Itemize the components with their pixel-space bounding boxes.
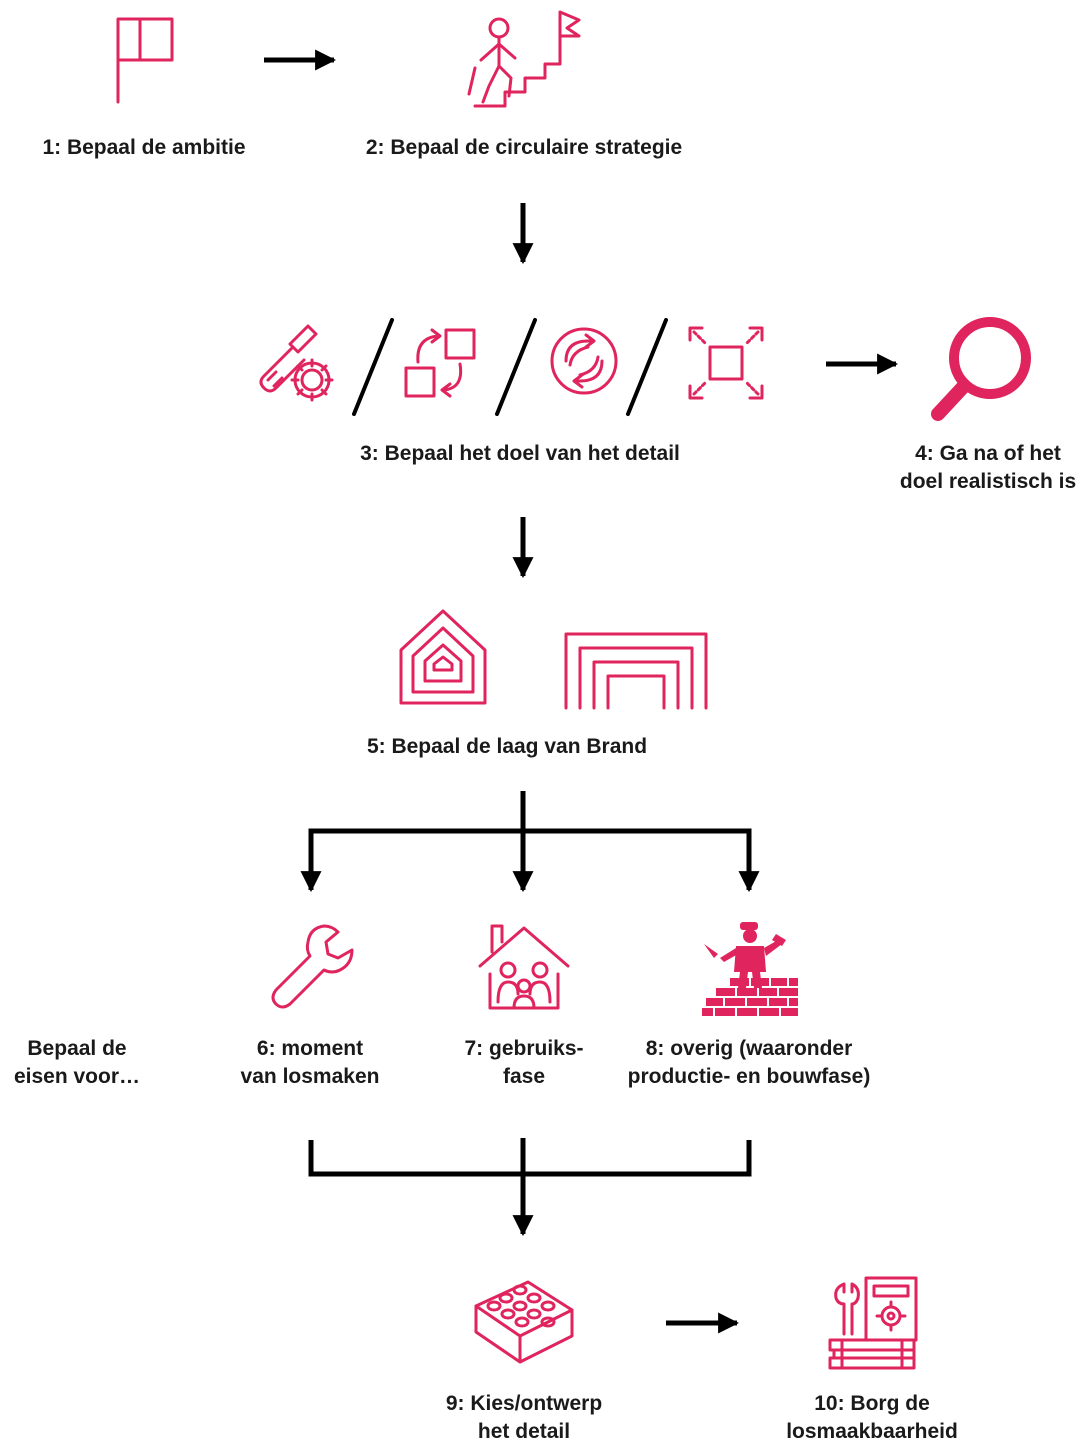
- documentation-tools-icon: [826, 1274, 920, 1370]
- requirements-label: Bepaal de eisen voor…: [13, 1037, 141, 1088]
- step3-label: 3: Bepaal het doel van het detail: [360, 442, 680, 465]
- bricklayer-icon: [700, 918, 800, 1016]
- step1-label: 1: Bepaal de ambitie: [42, 136, 246, 159]
- step5-label: 5: Bepaal de laag van Brand: [366, 735, 648, 758]
- magnifier-icon: [928, 310, 1048, 430]
- nested-frames-icon: [562, 630, 710, 710]
- merge-connector: [308, 1138, 752, 1237]
- expand-square-icon: [688, 326, 764, 400]
- recycle-circle-icon: [548, 325, 620, 397]
- wrench-icon: [266, 920, 356, 1012]
- lego-brick-icon: [472, 1276, 576, 1366]
- step6-label: 6: moment van losmaken: [240, 1037, 380, 1088]
- step7-label: 7: gebruiks- fase: [464, 1037, 584, 1088]
- step10-label: 10: Borg de losmaakbaarheid: [786, 1392, 958, 1443]
- climbing-stairs-flag-icon: [465, 8, 585, 110]
- step2-label: 2: Bepaal de circulaire strategie: [365, 136, 683, 159]
- step8-label: 8: overig (waaronder productie- en bouwf…: [627, 1037, 871, 1088]
- step9-label: 9: Kies/ontwerp het detail: [445, 1392, 603, 1443]
- screwdriver-gear-icon: [254, 320, 340, 406]
- step4-label: 4: Ga na of het doel realistisch is: [899, 442, 1077, 493]
- flag-icon: [110, 15, 180, 105]
- split-connector: [300, 791, 760, 893]
- separator-slashes: [352, 318, 668, 416]
- house-layers-icon: [398, 608, 488, 706]
- family-house-icon: [476, 922, 572, 1012]
- swap-squares-icon: [402, 326, 480, 400]
